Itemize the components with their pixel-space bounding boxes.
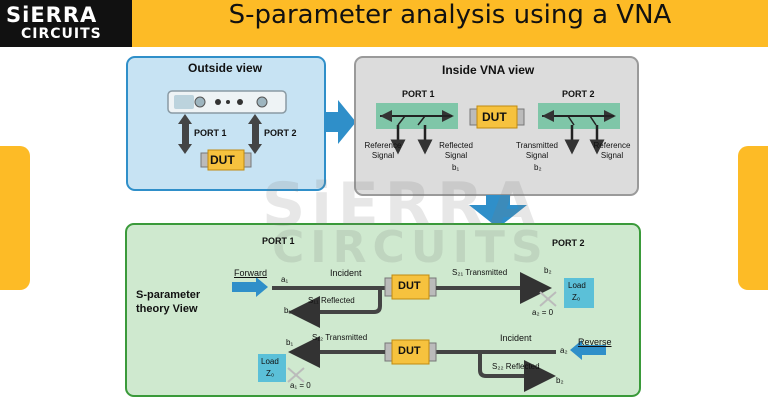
outside-dut-box	[200, 149, 252, 171]
watermark-line2: CIRCUITS	[272, 222, 549, 273]
top-a2-zero-label: a₂ = 0	[532, 308, 554, 317]
outside-dut-label: DUT	[210, 153, 235, 167]
theory-dut-top	[384, 274, 437, 300]
bottom-load-label: Load	[261, 357, 279, 366]
vna-device-icon	[167, 90, 287, 114]
forward-arrow	[232, 277, 268, 297]
logo-line1: SiERRA	[6, 3, 98, 27]
inside-dut-box	[469, 105, 525, 129]
transmitted-signal: Transmitted Signal	[516, 141, 558, 160]
flow-arrow-right	[325, 100, 356, 144]
top-z0-label: Z₀	[572, 293, 581, 302]
reference-signal-1: Reference Signal	[364, 141, 402, 160]
sierra-circuits-logo[interactable]: SiERRA CIRCUITS	[0, 0, 132, 47]
theory-port1-label: PORT 1	[262, 236, 295, 246]
outside-view-title: Outside view	[188, 61, 263, 75]
top-s21-label: S₂₁ Transmitted	[452, 268, 508, 277]
inside-port2-label: PORT 2	[562, 89, 595, 99]
theory-port2-label: PORT 2	[552, 238, 585, 248]
top-s11-label: S₁₁ Reflected	[308, 296, 355, 305]
reverse-arrow	[570, 340, 606, 360]
theory-view-title: S-parameter theory View	[136, 289, 201, 315]
a1-zero-cross	[287, 367, 305, 383]
bottom-z0-label: Z₀	[266, 369, 275, 378]
theory-dut-bottom	[384, 339, 437, 365]
bottom-a1-zero-label: a₁ = 0	[290, 381, 311, 390]
outside-port2-label: PORT 2	[264, 128, 297, 138]
flow-arrow-down	[469, 195, 527, 228]
bottom-b2-label: b₂	[556, 376, 564, 385]
a2-zero-cross	[539, 291, 557, 307]
port1-cable-arrow	[178, 114, 192, 154]
reflected-signal: Reflected Signal	[439, 141, 473, 160]
inside-b2: b₂	[534, 163, 542, 172]
load-bottom	[258, 354, 286, 382]
bottom-incident-label: Incident	[500, 333, 532, 343]
bottom-b1-label: b₁	[286, 338, 294, 347]
bottom-s22-label: S₂₂ Reflected	[492, 362, 540, 371]
reverse-label: Reverse	[578, 337, 612, 347]
reference-signal-2: Reference Signal	[593, 141, 631, 160]
outside-port1-label: PORT 1	[194, 128, 227, 138]
watermark-line1: SiERRA	[262, 170, 542, 240]
top-a1-label: a₁	[281, 275, 289, 284]
inside-b1: b₁	[452, 163, 460, 172]
top-b1-label: b₁	[284, 306, 292, 315]
bottom-a2-label: a₂	[560, 346, 568, 355]
page-title: S-parameter analysis using a VNA	[228, 0, 672, 30]
port2-cable-arrow	[248, 114, 262, 154]
top-load-label: Load	[568, 281, 586, 290]
left-side-tab	[0, 146, 30, 290]
logo-line2: CIRCUITS	[21, 26, 102, 42]
bottom-dut-label: DUT	[398, 345, 421, 357]
inside-port1-label: PORT 1	[402, 89, 435, 99]
inside-dut-label: DUT	[482, 110, 507, 124]
inside-view-title: Inside VNA view	[442, 63, 535, 77]
load-top	[564, 278, 594, 308]
top-dut-label: DUT	[398, 280, 421, 292]
top-b2-label: b₂	[544, 266, 552, 275]
right-side-tab	[738, 146, 768, 290]
top-incident-label: Incident	[330, 268, 362, 278]
forward-label: Forward	[234, 268, 268, 278]
bottom-s12-label: S₁₂ Transmitted	[312, 333, 368, 342]
